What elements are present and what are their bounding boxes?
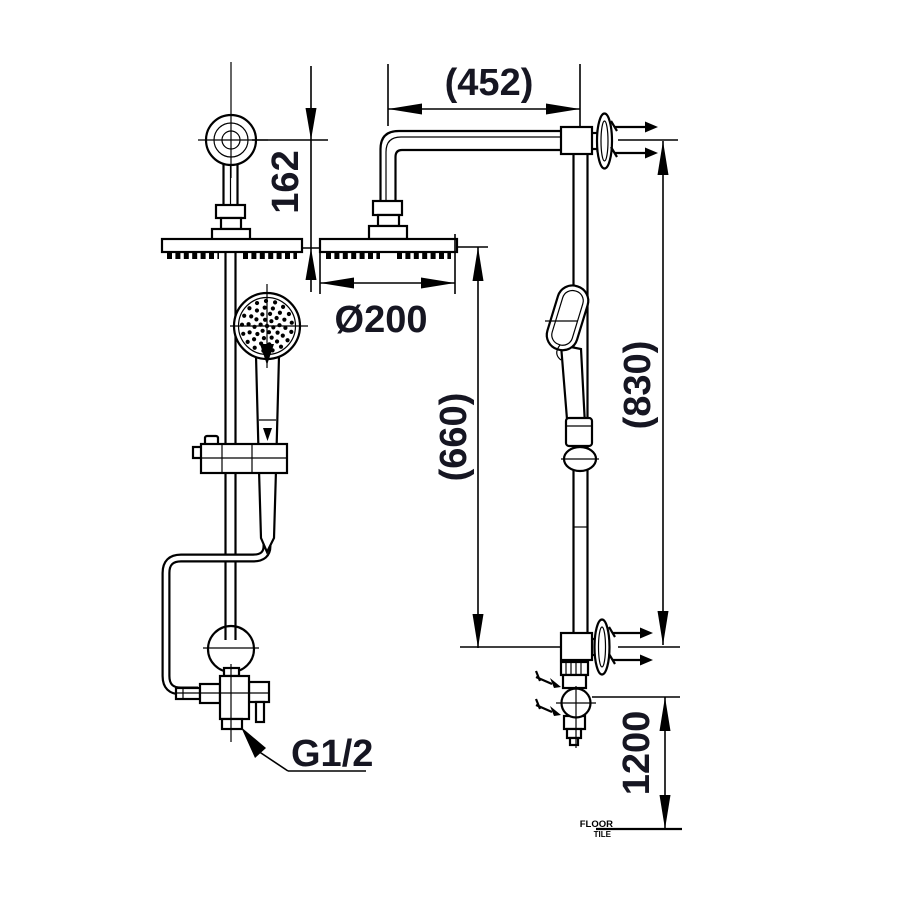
slider-bracket [191,434,289,475]
wall-anchor-arrows-top [610,120,658,159]
dim-1200: 1200 [592,696,680,829]
inlet-arrow-cold [534,698,561,716]
top-tee-flange [559,112,614,170]
dim-830-label: (830) [617,341,659,430]
dim-200-label: Ø200 [335,299,428,341]
dim-830: (830) [617,139,680,648]
floor-label: FLOOR [580,819,613,830]
hand-shower-front [230,284,308,368]
top-wall-flange [198,62,268,178]
side-view [318,112,658,748]
floor-line: FLOOR TILE [580,819,682,839]
head-drop-pipe [210,164,252,242]
dim-200: Ø200 [319,234,456,341]
dim-162: 162 [252,66,328,292]
dim-1200-label: 1200 [616,711,658,796]
shower-hose [161,540,272,696]
overhead-arm [367,129,561,241]
mixer-valve-front [174,664,271,742]
inlet-arrow-hot [534,670,561,688]
rain-shower-head-side [318,237,459,259]
g12-callout: G1/2 [241,727,373,775]
rain-shower-head-front [160,237,304,259]
bottom-tee-flange [559,618,611,676]
dim-452: (452) [387,62,581,126]
dim-162-label: 162 [265,150,307,213]
wall-anchor-arrows-bottom [608,626,653,666]
mixer-valve-side [534,660,596,748]
thread-size-label: G1/2 [291,733,373,775]
floor-label-2: TILE [594,830,612,839]
front-view: G1/2 [160,62,373,775]
dim-660: (660) [433,246,562,648]
dim-452-label: (452) [445,62,534,104]
dim-660-label: (660) [433,393,475,482]
hand-shower-side [545,284,599,473]
